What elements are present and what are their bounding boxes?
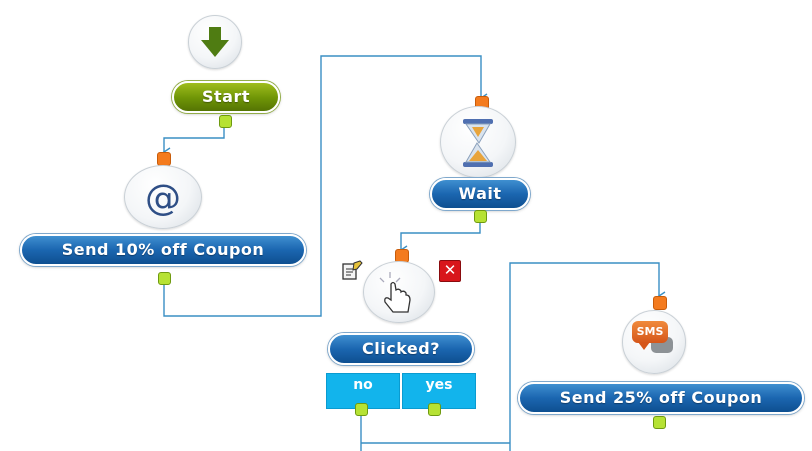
start-icon-circle [188,15,242,69]
send25-input-port[interactable] [653,296,667,310]
connector-start-to-send10 [162,122,225,157]
edit-icon[interactable] [340,259,364,283]
connector-wait-to-clicked [399,217,481,255]
node-send-10-coupon[interactable]: @ Send 10% off Coupon [18,152,308,285]
start-label: Start [172,81,280,113]
delete-node-button[interactable]: ✕ [439,260,461,282]
svg-text:@: @ [145,178,181,219]
connector-send10-to-wait [163,55,488,317]
hand-cursor-icon [379,272,411,313]
wait-output-port[interactable] [474,210,487,223]
node-send-25-coupon[interactable]: SMS Send 25% off Coupon [516,296,806,436]
wait-label: Wait [430,178,530,210]
send10-output-port[interactable] [158,272,171,285]
hourglass-icon [463,119,493,167]
down-arrow-icon [201,27,229,57]
node-wait[interactable]: Wait [428,96,538,226]
clicked-icon-circle [363,261,435,323]
sms-icon: SMS [632,321,668,350]
send10-input-port[interactable] [157,152,171,166]
wait-icon-circle [440,106,516,178]
send10-icon-circle: @ [124,165,202,229]
email-at-icon: @ [145,178,181,219]
send10-label: Send 10% off Coupon [20,234,306,266]
no-output-port[interactable] [355,403,368,416]
node-clicked-decision[interactable]: ✕ Clicked? no yes [324,249,484,421]
send25-label: Send 25% off Coupon [518,382,804,414]
node-start[interactable]: Start [170,15,280,130]
send25-icon-circle: SMS [622,310,686,374]
clicked-label: Clicked? [328,333,474,365]
start-output-port[interactable] [219,115,232,128]
connector-yes-to-send25 [509,262,666,451]
send25-output-port[interactable] [653,416,666,429]
yes-output-port[interactable] [428,403,441,416]
